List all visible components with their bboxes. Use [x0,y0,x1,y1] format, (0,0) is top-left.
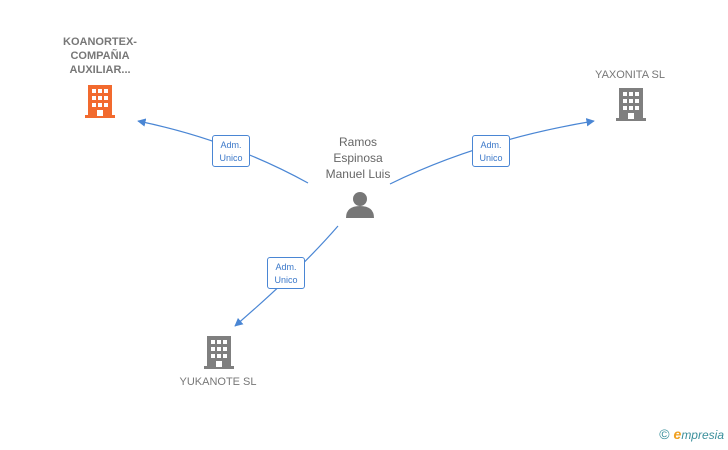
building-icon-yukanote[interactable] [204,336,234,369]
footer-brand: © empresia [659,426,724,442]
building-icon-koanortex[interactable] [85,85,115,118]
edge-label-yaxonita: Adm. Unico [472,135,510,167]
company-name-yaxonita[interactable]: YAXONITA SL [595,69,665,81]
copyright-icon: © [659,426,670,442]
edge-role-line1: Adm. [480,140,502,150]
company-name-koanortex[interactable]: KOANORTEX- COMPAÑIA AUXILIAR... [63,36,137,76]
edge-label-yukanote: Adm. Unico [267,257,305,289]
edge-role-line2: Unico [479,153,503,163]
brand-rest: mpresia [681,428,724,442]
company-name-yukanote[interactable]: YUKANOTE SL [179,376,257,388]
empresia-logo[interactable]: empresia [674,426,724,442]
person-name[interactable]: Ramos Espinosa Manuel Luis [325,135,391,181]
brand-initial: e [673,426,682,442]
edge-role-line2: Unico [274,275,298,285]
building-icon-yaxonita[interactable] [616,88,646,121]
edge-role-line1: Adm. [220,140,242,150]
edge-label-koanortex: Adm. Unico [212,135,250,167]
edge-role-line2: Unico [219,153,243,163]
person-icon[interactable] [346,192,374,218]
edge-role-line1: Adm. [275,262,297,272]
